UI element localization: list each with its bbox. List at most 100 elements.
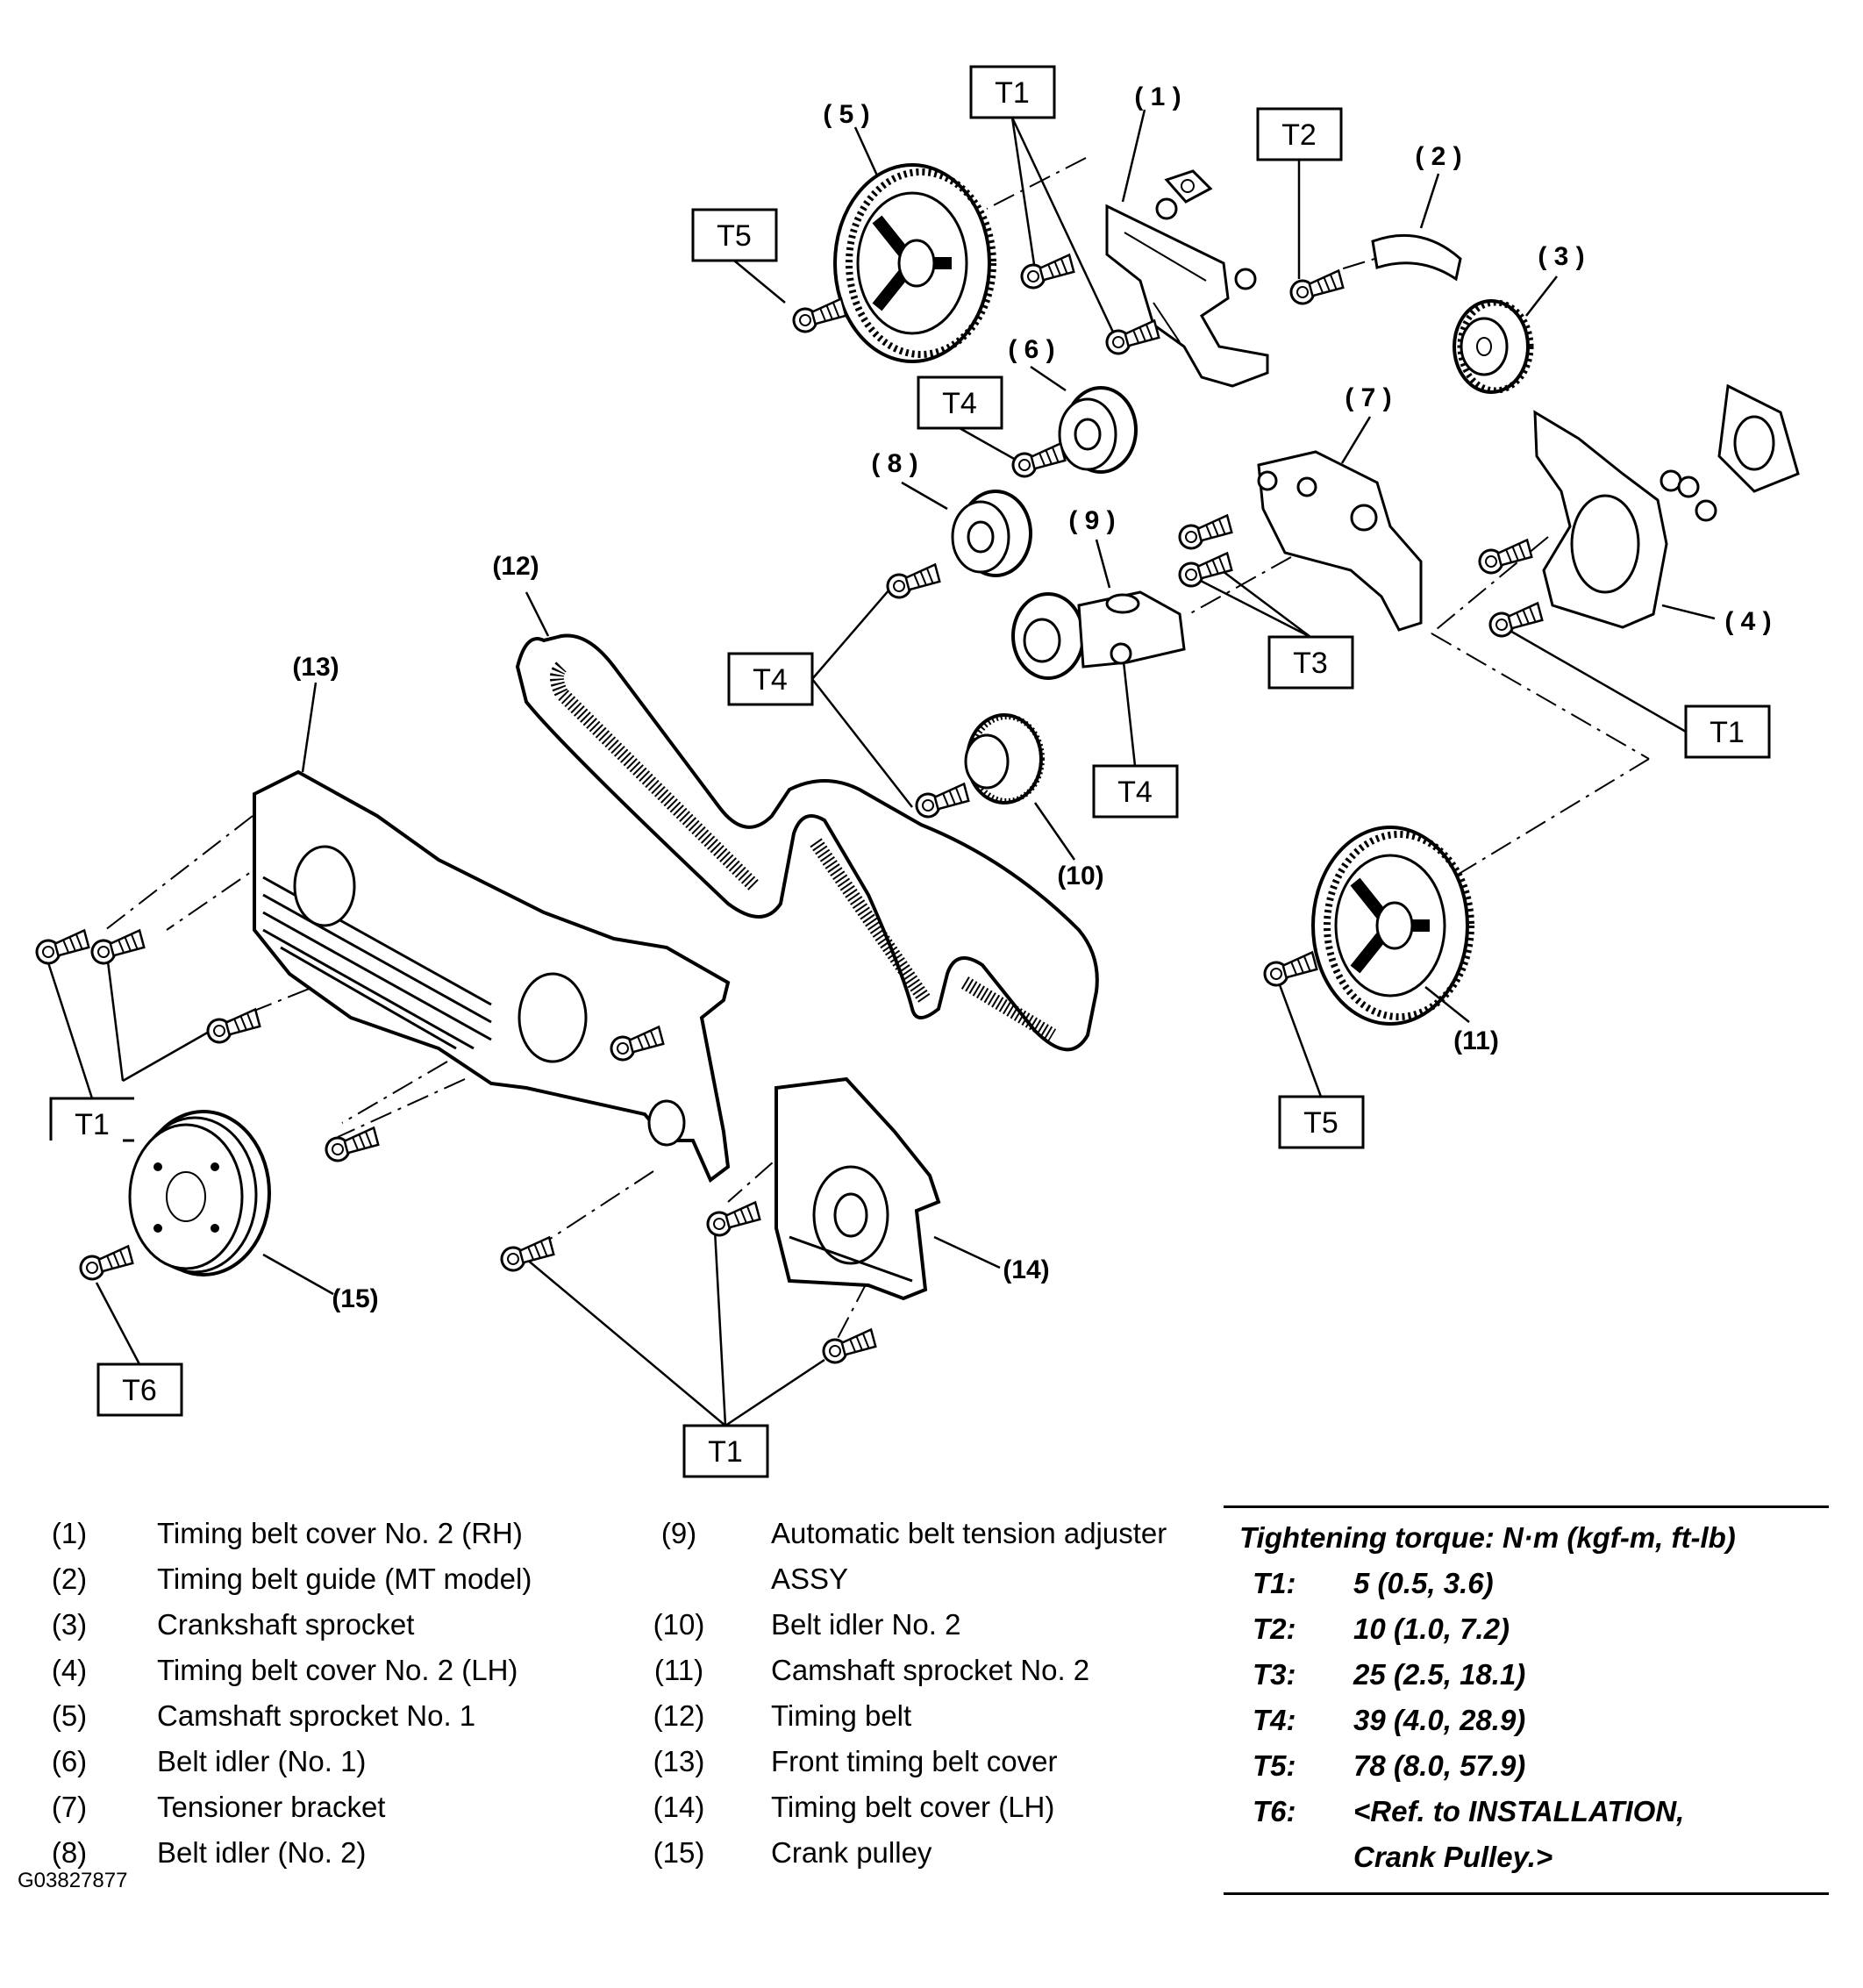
bolt bbox=[203, 1008, 263, 1047]
legend-item: (1) Timing belt cover No. 2 (RH) bbox=[22, 1511, 532, 1556]
legend-part-name: Timing belt cover No. 2 (LH) bbox=[157, 1654, 518, 1686]
callout-9: ( 9 ) bbox=[1068, 506, 1115, 535]
legend-item: (4) Timing belt cover No. 2 (LH) bbox=[22, 1648, 532, 1693]
svg-text:T1: T1 bbox=[75, 1108, 110, 1141]
torque-row: T6: <Ref. to INSTALLATION, Crank Pulley.> bbox=[1224, 1789, 1829, 1880]
bolt bbox=[1009, 442, 1068, 481]
bolt bbox=[1260, 951, 1320, 990]
torque-rows: T1:5 (0.5, 3.6) T2: 10 (1.0, 7.2) T3: 25 (2.… bbox=[1224, 1561, 1829, 1880]
legend-part-name: Timing belt cover (LH) bbox=[771, 1791, 1055, 1823]
torque-box-t4-left: T4 bbox=[727, 652, 814, 706]
svg-text:T4: T4 bbox=[942, 387, 977, 420]
timing-belt-guide bbox=[1371, 233, 1462, 282]
legend-item: (13)Front timing belt cover bbox=[627, 1739, 1167, 1784]
callout-7: ( 7 ) bbox=[1345, 383, 1391, 412]
callout-11: (11) bbox=[1453, 1026, 1499, 1055]
legend-number: (6) bbox=[51, 1745, 88, 1777]
torque-row: T2: 10 (1.0, 7.2) bbox=[1224, 1606, 1829, 1652]
camshaft-sprocket-no2 bbox=[1311, 826, 1474, 1026]
callout-10: (10) bbox=[1057, 862, 1103, 890]
torque-box-t4-top: T4 bbox=[917, 375, 1003, 430]
legend-number: (9) bbox=[660, 1517, 697, 1549]
legend-part-name: Camshaft sprocket No. 2 bbox=[771, 1654, 1090, 1686]
leader-lines bbox=[44, 117, 1687, 1427]
belt-idler-no1 bbox=[1058, 386, 1138, 474]
bolt bbox=[1287, 269, 1346, 308]
timing-belt-cover-no2-lh bbox=[1533, 383, 1800, 629]
legend-number: (10) bbox=[653, 1608, 705, 1641]
bolt bbox=[789, 297, 849, 336]
callout-leaders bbox=[262, 109, 1716, 1296]
torque-row: T4:39 (4.0, 28.9) bbox=[1224, 1698, 1829, 1743]
legend-part-name: Crankshaft sprocket bbox=[157, 1608, 415, 1641]
svg-text:T1: T1 bbox=[1710, 716, 1745, 749]
torque-key: T3: bbox=[1253, 1658, 1296, 1691]
legend-part-name: Belt idler (No. 2) bbox=[157, 1836, 367, 1869]
crank-pulley bbox=[128, 1110, 271, 1276]
legend-number: (1) bbox=[51, 1517, 88, 1549]
timing-belt-cover-lh bbox=[774, 1076, 941, 1301]
belt-idler-no2 bbox=[951, 490, 1032, 577]
legend-part-name: Belt idler No. 2 bbox=[771, 1608, 961, 1641]
bolt bbox=[912, 783, 972, 821]
exploded-view-diagram: T1 T2 T5 T4 T4 T3 T4 T1 T5 T1 T6 T1 bbox=[32, 65, 1800, 1478]
callout-13: (13) bbox=[292, 653, 339, 682]
torque-key: T4: bbox=[1253, 1704, 1296, 1736]
torque-box-t1-top: T1 bbox=[969, 65, 1056, 119]
torque-value: 78 (8.0, 57.9) bbox=[1353, 1749, 1526, 1782]
torque-value: <Ref. to INSTALLATION, Crank Pulley.> bbox=[1353, 1795, 1685, 1873]
legend-part-name: Camshaft sprocket No. 1 bbox=[157, 1699, 476, 1732]
bolt bbox=[1103, 319, 1162, 358]
callout-2: ( 2 ) bbox=[1415, 142, 1461, 171]
svg-text:T6: T6 bbox=[122, 1374, 157, 1407]
torque-value: 25 (2.5, 18.1) bbox=[1353, 1658, 1526, 1691]
svg-text:T5: T5 bbox=[717, 219, 752, 253]
legend-item: (15) Crank pulley bbox=[627, 1830, 1167, 1876]
crankshaft-sprocket bbox=[1453, 299, 1534, 394]
legend-part-name: Belt idler (No. 1) bbox=[157, 1745, 367, 1777]
callout-6: ( 6 ) bbox=[1008, 335, 1054, 364]
legend-number: (4) bbox=[51, 1654, 88, 1686]
svg-text:T4: T4 bbox=[753, 663, 788, 697]
torque-box-t1-bottom: T1 bbox=[682, 1424, 769, 1478]
torque-key: T2: bbox=[1253, 1613, 1296, 1645]
svg-text:T5: T5 bbox=[1303, 1106, 1338, 1140]
torque-box-t6: T6 bbox=[96, 1362, 183, 1417]
torque-row: T5: 78 (8.0, 57.9) bbox=[1224, 1743, 1829, 1789]
torque-value: 10 (1.0, 7.2) bbox=[1353, 1613, 1510, 1645]
bolt bbox=[497, 1236, 557, 1275]
bolt bbox=[1175, 514, 1235, 553]
svg-text:T2: T2 bbox=[1281, 118, 1317, 152]
torque-key: T6: bbox=[1253, 1795, 1296, 1827]
legend-part-name-line2: ASSY bbox=[771, 1563, 849, 1595]
legend-part-name: Front timing belt cover bbox=[771, 1745, 1058, 1777]
legend-item: (12)Timing belt bbox=[627, 1693, 1167, 1739]
legend-number: (15) bbox=[653, 1836, 705, 1869]
legend-number: (8) bbox=[51, 1836, 88, 1869]
legend-part-name: Timing belt cover No. 2 (RH) bbox=[157, 1517, 523, 1549]
legend-part-name: Crank pulley bbox=[771, 1836, 932, 1869]
bolt bbox=[32, 929, 92, 968]
legend-item-continuation: ASSY bbox=[627, 1556, 1167, 1602]
camshaft-sprocket-no1 bbox=[833, 163, 996, 363]
legend-item: (9) Automatic belt tension adjuster bbox=[627, 1511, 1167, 1556]
bolt bbox=[1017, 254, 1077, 292]
legend-item: (6) Belt idler (No. 1) bbox=[22, 1739, 532, 1784]
parts-legend-column-1: (1)Timing belt cover No. 2 (RH)(2)Timing… bbox=[22, 1511, 532, 1876]
belt-idler-10 bbox=[964, 713, 1045, 804]
legend-part-name: Tensioner bracket bbox=[157, 1791, 386, 1823]
svg-text:T1: T1 bbox=[995, 76, 1030, 110]
torque-key: T1: bbox=[1253, 1567, 1296, 1599]
callout-5: ( 5 ) bbox=[823, 100, 869, 129]
torque-row: T1:5 (0.5, 3.6) bbox=[1224, 1561, 1829, 1606]
legend-item: (10) Belt idler No. 2 bbox=[627, 1602, 1167, 1648]
bolt bbox=[322, 1126, 382, 1165]
torque-key: T5: bbox=[1253, 1749, 1296, 1782]
torque-row: T3: 25 (2.5, 18.1) bbox=[1224, 1652, 1829, 1698]
legend-part-name: Automatic belt tension adjuster bbox=[771, 1517, 1167, 1549]
legend-number: (5) bbox=[51, 1699, 88, 1732]
bolt bbox=[883, 563, 943, 602]
legend-item: (11)Camshaft sprocket No. 2 bbox=[627, 1648, 1167, 1693]
tensioner-bracket bbox=[1257, 450, 1423, 632]
